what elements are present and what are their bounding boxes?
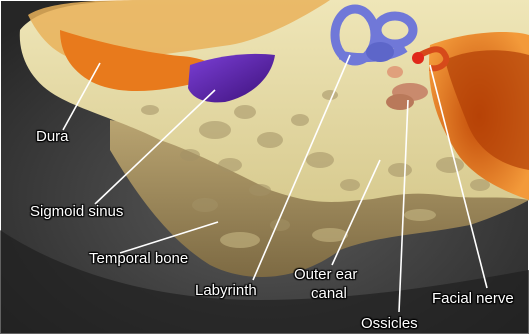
label-outer-ear-canal-line2: canal	[311, 285, 347, 302]
label-temporal-bone: Temporal bone	[89, 250, 188, 267]
label-facial-nerve: Facial nerve	[432, 290, 514, 307]
label-sigmoid-sinus: Sigmoid sinus	[30, 203, 123, 220]
label-labyrinth: Labyrinth	[195, 282, 257, 299]
facial-nerve-node	[412, 52, 424, 64]
vestibule	[366, 42, 394, 62]
label-ossicles: Ossicles	[361, 315, 418, 332]
label-outer-ear-canal-line1: Outer ear	[294, 266, 357, 283]
label-dura: Dura	[36, 128, 69, 145]
